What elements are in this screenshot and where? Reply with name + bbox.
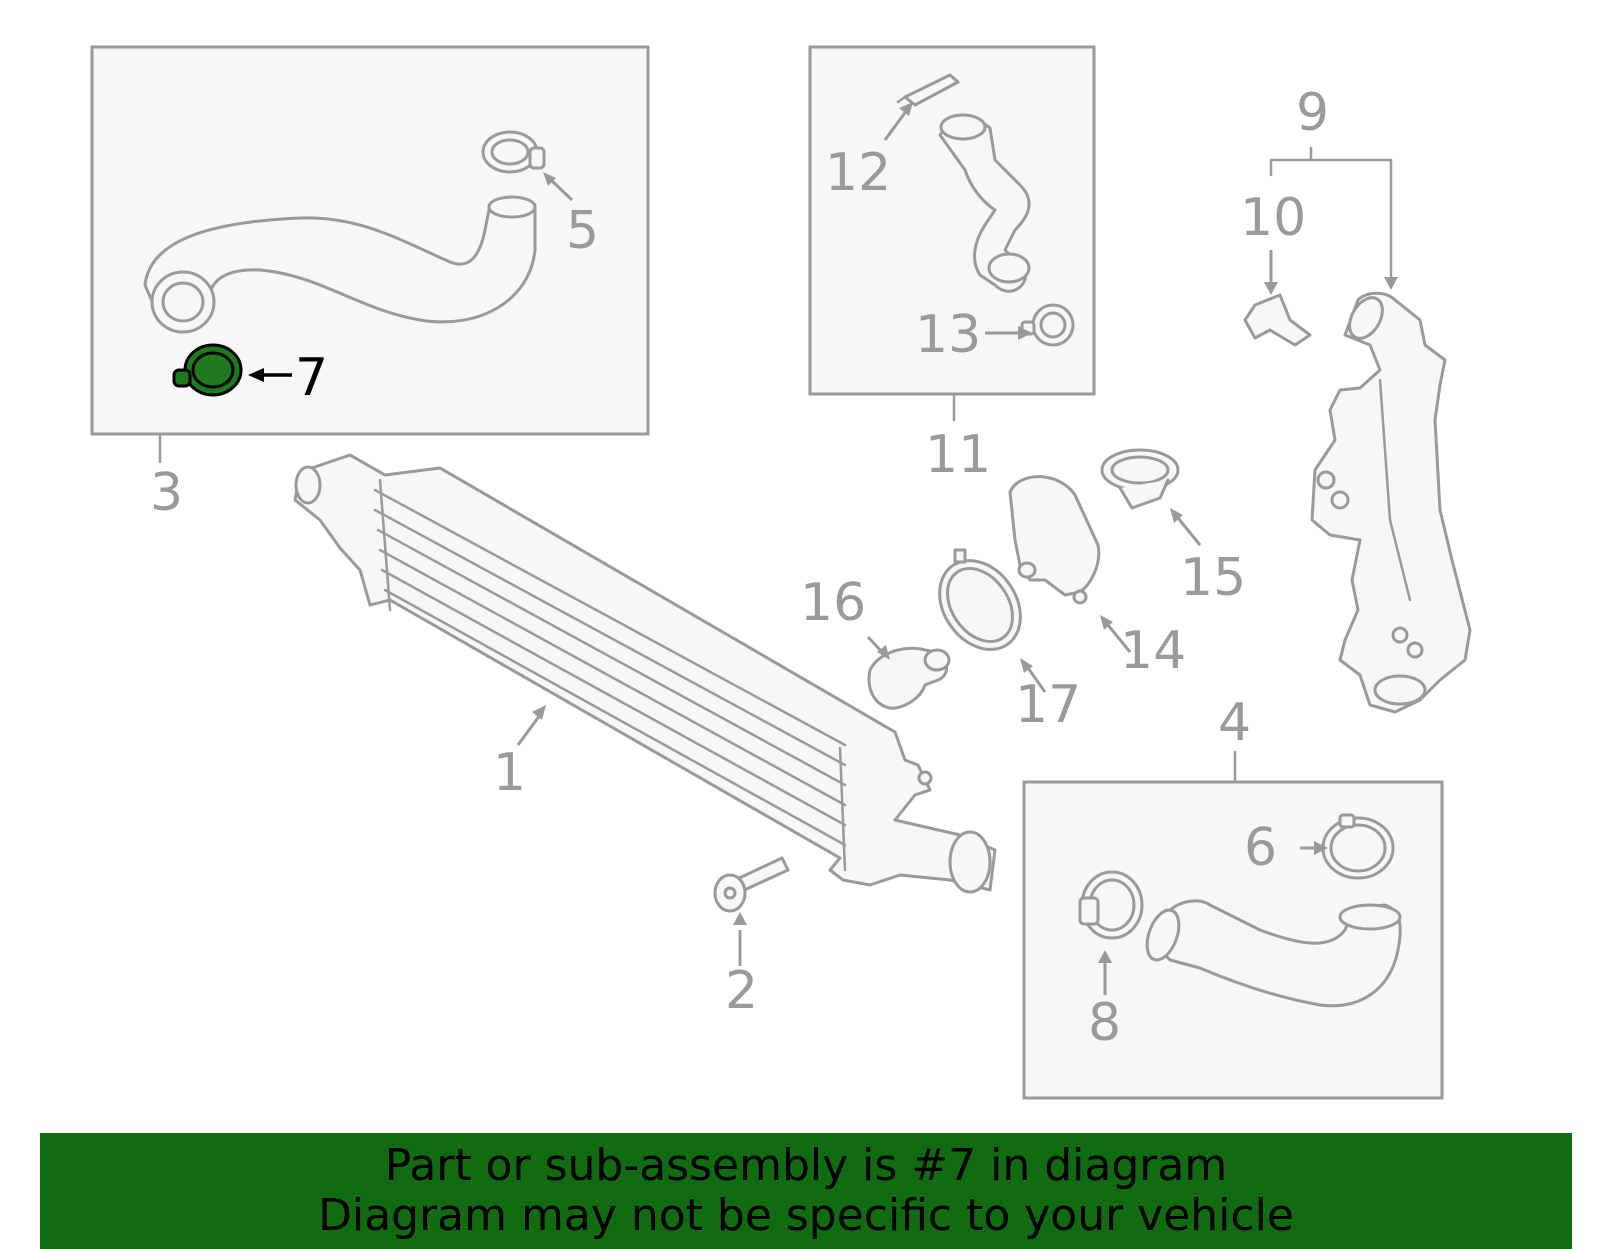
seal-15 xyxy=(1100,448,1180,510)
label-10: 10 xyxy=(1240,188,1306,248)
clamp-5 xyxy=(481,130,546,174)
banner-line-2: Diagram may not be specific to your vehi… xyxy=(318,1190,1294,1241)
label-5: 5 xyxy=(566,201,599,261)
label-4: 4 xyxy=(1218,693,1251,753)
banner-line-1: Part or sub-assembly is #7 in diagram xyxy=(384,1140,1228,1191)
sensor-12 xyxy=(896,73,960,107)
label-15: 15 xyxy=(1180,548,1246,608)
intercooler xyxy=(293,453,997,894)
clip-10 xyxy=(1243,293,1312,347)
upper-hose xyxy=(143,195,537,334)
label-7: 7 xyxy=(295,348,328,408)
bracket-9 xyxy=(1310,291,1472,714)
part-16 xyxy=(867,646,951,710)
clamp-17 xyxy=(938,548,1022,651)
label-6: 6 xyxy=(1244,818,1277,878)
label-16: 16 xyxy=(800,573,866,633)
label-14: 14 xyxy=(1120,621,1186,681)
clamp-13 xyxy=(1020,303,1075,347)
label-9: 9 xyxy=(1296,83,1329,143)
clamp-6 xyxy=(1321,813,1395,880)
label-1: 1 xyxy=(493,743,526,803)
breather-hose xyxy=(938,113,1031,293)
clamp-8 xyxy=(1078,870,1144,940)
clamp-7-highlighted xyxy=(172,343,243,397)
label-13: 13 xyxy=(915,305,981,365)
label-8: 8 xyxy=(1088,993,1121,1053)
leader-arrows xyxy=(516,102,1398,995)
label-3: 3 xyxy=(150,463,183,523)
label-11: 11 xyxy=(925,425,991,485)
bolt-2 xyxy=(713,856,790,913)
label-2: 2 xyxy=(725,961,758,1021)
sensor-14 xyxy=(1008,475,1101,605)
label-17: 17 xyxy=(1015,675,1081,735)
info-banner: Part or sub-assembly is #7 in diagram Di… xyxy=(40,1133,1572,1249)
lower-hose xyxy=(1145,899,1402,1008)
label-12: 12 xyxy=(825,143,891,203)
